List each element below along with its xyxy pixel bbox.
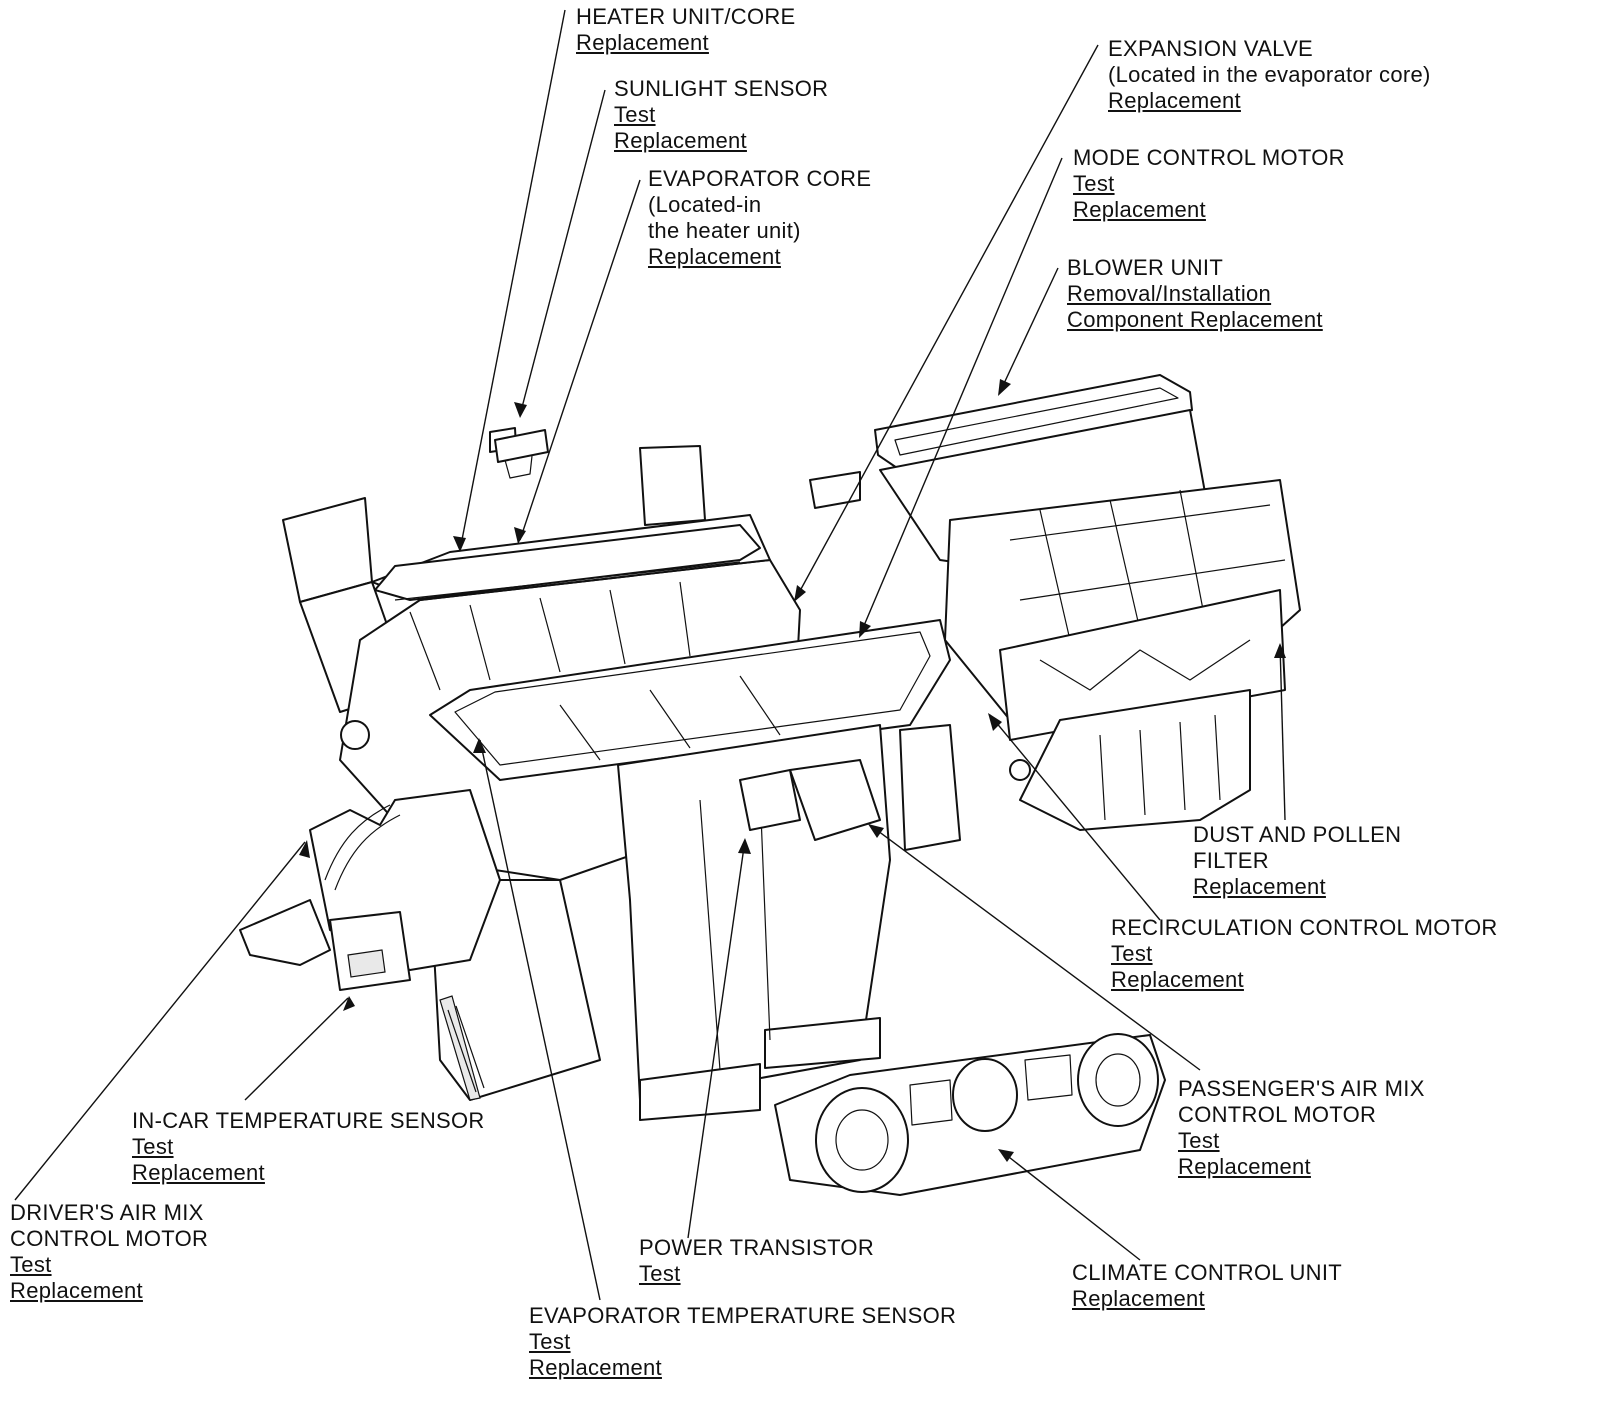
mode-control-motor-title: MODE CONTROL MOTOR [1073,145,1345,170]
callout-evaporator-core: EVAPORATOR CORE (Located-in the heater u… [648,166,871,270]
evaporator-core-note-2: the heater unit) [648,218,801,243]
dust-pollen-filter-replacement-link[interactable]: Replacement [1193,874,1326,899]
blower-unit-title: BLOWER UNIT [1067,255,1224,280]
callout-in-car-temp-sensor: IN-CAR TEMPERATURE SENSOR Test Replaceme… [132,1108,485,1186]
heater-unit-title: HEATER UNIT/CORE [576,4,796,29]
expansion-valve-title: EXPANSION VALVE [1108,36,1314,61]
heater-unit-replacement-link[interactable]: Replacement [576,30,709,55]
power-transistor-title: POWER TRANSISTOR [639,1235,875,1260]
driver-air-mix-test-link[interactable]: Test [10,1252,52,1277]
in-car-temp-sensor-title: IN-CAR TEMPERATURE SENSOR [132,1108,485,1133]
evaporator-core-note-1: (Located-in [648,192,762,217]
recirculation-motor-test-link[interactable]: Test [1111,941,1153,966]
callout-power-transistor: POWER TRANSISTOR Test [639,1235,874,1287]
power-transistor-test-link[interactable]: Test [639,1261,681,1286]
evaporator-core-title: EVAPORATOR CORE [648,166,872,191]
blower-unit-component-replacement-link[interactable]: Component Replacement [1067,307,1323,332]
harness-drawing [239,720,1031,991]
evaporator-temp-sensor-replacement-link[interactable]: Replacement [529,1355,662,1380]
climate-control-unit-drawing [774,1033,1166,1196]
driver-air-mix-replacement-link[interactable]: Replacement [10,1278,143,1303]
expansion-valve-replacement-link[interactable]: Replacement [1108,88,1241,113]
callout-climate-control-unit: CLIMATE CONTROL UNIT Replacement [1072,1260,1342,1312]
leader-lines [14,9,1286,1301]
callout-mode-control-motor: MODE CONTROL MOTOR Test Replacement [1073,145,1345,223]
callout-dust-pollen-filter: DUST AND POLLEN FILTER Replacement [1193,822,1401,900]
recirculation-motor-title: RECIRCULATION CONTROL MOTOR [1111,915,1498,940]
callout-passenger-air-mix-motor: PASSENGER'S AIR MIX CONTROL MOTOR Test R… [1178,1076,1425,1180]
blower-unit-removal-link[interactable]: Removal/Installation [1067,281,1272,306]
arrowheads [299,379,1286,1162]
passenger-air-mix-title-2: CONTROL MOTOR [1178,1102,1377,1127]
callout-driver-air-mix-motor: DRIVER'S AIR MIX CONTROL MOTOR Test Repl… [10,1200,208,1304]
in-car-temp-sensor-replacement-link[interactable]: Replacement [132,1160,265,1185]
callout-heater-unit: HEATER UNIT/CORE Replacement [576,4,796,56]
passenger-air-mix-replacement-link[interactable]: Replacement [1178,1154,1311,1179]
evaporator-temp-sensor-title: EVAPORATOR TEMPERATURE SENSOR [529,1303,957,1328]
in-car-temp-sensor-test-link[interactable]: Test [132,1134,174,1159]
evaporator-core-replacement-link[interactable]: Replacement [648,244,781,269]
climate-control-unit-title: CLIMATE CONTROL UNIT [1072,1260,1343,1285]
passenger-air-mix-test-link[interactable]: Test [1178,1128,1220,1153]
mode-control-motor-replacement-link[interactable]: Replacement [1073,197,1206,222]
callout-sunlight-sensor: SUNLIGHT SENSOR Test Replacement [614,76,828,154]
passenger-air-mix-title: PASSENGER'S AIR MIX [1178,1076,1425,1101]
expansion-valve-note: (Located in the evaporator core) [1108,62,1431,87]
mode-control-motor-test-link[interactable]: Test [1073,171,1115,196]
sunlight-sensor-title: SUNLIGHT SENSOR [614,76,829,101]
evaporator-duct-drawing [429,619,961,1121]
callout-blower-unit: BLOWER UNIT Removal/Installation Compone… [1067,255,1323,333]
callout-evaporator-temp-sensor: EVAPORATOR TEMPERATURE SENSOR Test Repla… [529,1303,956,1381]
evaporator-temp-sensor-test-link[interactable]: Test [529,1329,571,1354]
climate-control-unit-replacement-link[interactable]: Replacement [1072,1286,1205,1311]
dust-pollen-filter-title: DUST AND POLLEN [1193,822,1402,847]
sunlight-sensor-replacement-link[interactable]: Replacement [614,128,747,153]
driver-air-mix-title: DRIVER'S AIR MIX [10,1200,204,1225]
callout-expansion-valve: EXPANSION VALVE (Located in the evaporat… [1108,36,1431,114]
dust-pollen-filter-title-2: FILTER [1193,848,1269,873]
driver-air-mix-title-2: CONTROL MOTOR [10,1226,209,1251]
recirculation-motor-replacement-link[interactable]: Replacement [1111,967,1244,992]
callout-recirculation-control-motor: RECIRCULATION CONTROL MOTOR Test Replace… [1111,915,1498,993]
blower-unit-drawing [809,374,1301,831]
sunlight-sensor-test-link[interactable]: Test [614,102,656,127]
